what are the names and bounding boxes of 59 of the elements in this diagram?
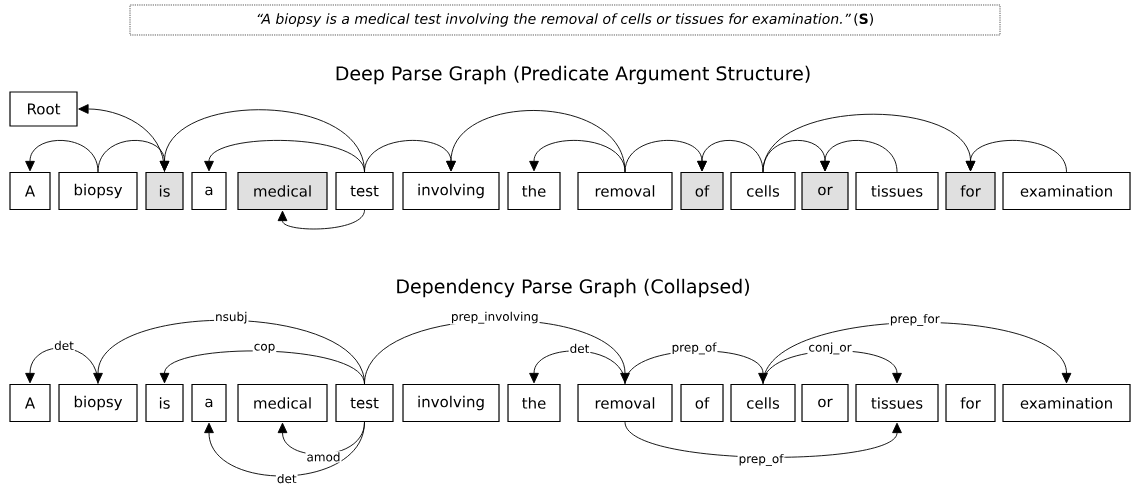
- word-box: involving: [402, 171, 500, 211]
- word-box: a: [191, 171, 227, 211]
- arrow: [204, 421, 365, 477]
- arrow: [93, 319, 365, 385]
- edge-label: conj_or: [807, 341, 853, 356]
- word-box: A: [9, 171, 51, 211]
- section-title: Deep Parse Graph (Predicate Argument Structure): [336, 65, 810, 85]
- arrow: [25, 140, 99, 173]
- word-box: A: [9, 383, 51, 423]
- word-box: is: [145, 171, 184, 211]
- word-box: medical: [237, 171, 328, 211]
- edge-label: prep_for: [888, 312, 941, 327]
- word-box: for: [945, 171, 996, 211]
- word-box: or: [801, 383, 849, 423]
- word-box: tissues: [855, 383, 939, 423]
- word-box: biopsy: [58, 383, 138, 423]
- word-box: removal: [577, 383, 673, 423]
- arrow: [204, 140, 365, 173]
- arrow: [697, 140, 764, 173]
- arrow: [529, 140, 626, 173]
- word-box: medical: [237, 383, 328, 423]
- word-box: tissues: [855, 171, 939, 211]
- arrow: [159, 350, 365, 385]
- edge-label: prep_of: [737, 452, 785, 467]
- edge-label: nsubj: [214, 310, 249, 325]
- edge-label: det: [568, 342, 591, 355]
- word-box: test: [335, 383, 394, 423]
- edge-label: amod: [305, 451, 342, 463]
- word-box: of: [680, 171, 724, 211]
- arrow: [25, 347, 99, 385]
- edge-label: det: [53, 339, 75, 352]
- arrow: [277, 209, 365, 230]
- arrow: [820, 140, 898, 173]
- quote-box: “A biopsy is a medical test involving the removal of cells or tissues for examination.” (S): [129, 4, 1001, 36]
- word-box: a: [191, 383, 227, 423]
- word-box: or: [801, 171, 849, 211]
- word-box: for: [945, 383, 996, 423]
- word-box: examination: [1002, 383, 1131, 423]
- word-box: involving: [402, 383, 500, 423]
- arrow: [965, 140, 1067, 173]
- edge-label: det: [275, 472, 298, 485]
- word-box: cells: [730, 383, 796, 423]
- word-box: examination: [1002, 171, 1131, 211]
- word-box: the: [507, 171, 561, 211]
- word-box: is: [145, 383, 184, 423]
- section-title: Dependency Parse Graph (Collapsed): [397, 278, 749, 298]
- arrow: [446, 110, 626, 173]
- edge-label: cop: [252, 342, 277, 354]
- word-box: of: [680, 383, 724, 423]
- word-box: removal: [577, 171, 673, 211]
- word-box: cells: [730, 171, 796, 211]
- arrow: [159, 109, 365, 173]
- edge-label: prep_involving: [449, 310, 540, 325]
- word-box: test: [335, 171, 394, 211]
- word-box: the: [507, 383, 561, 423]
- root-box: Root: [9, 91, 78, 127]
- arrow: [529, 350, 626, 385]
- word-box: biopsy: [58, 171, 138, 211]
- edge-label: prep_of: [670, 341, 718, 356]
